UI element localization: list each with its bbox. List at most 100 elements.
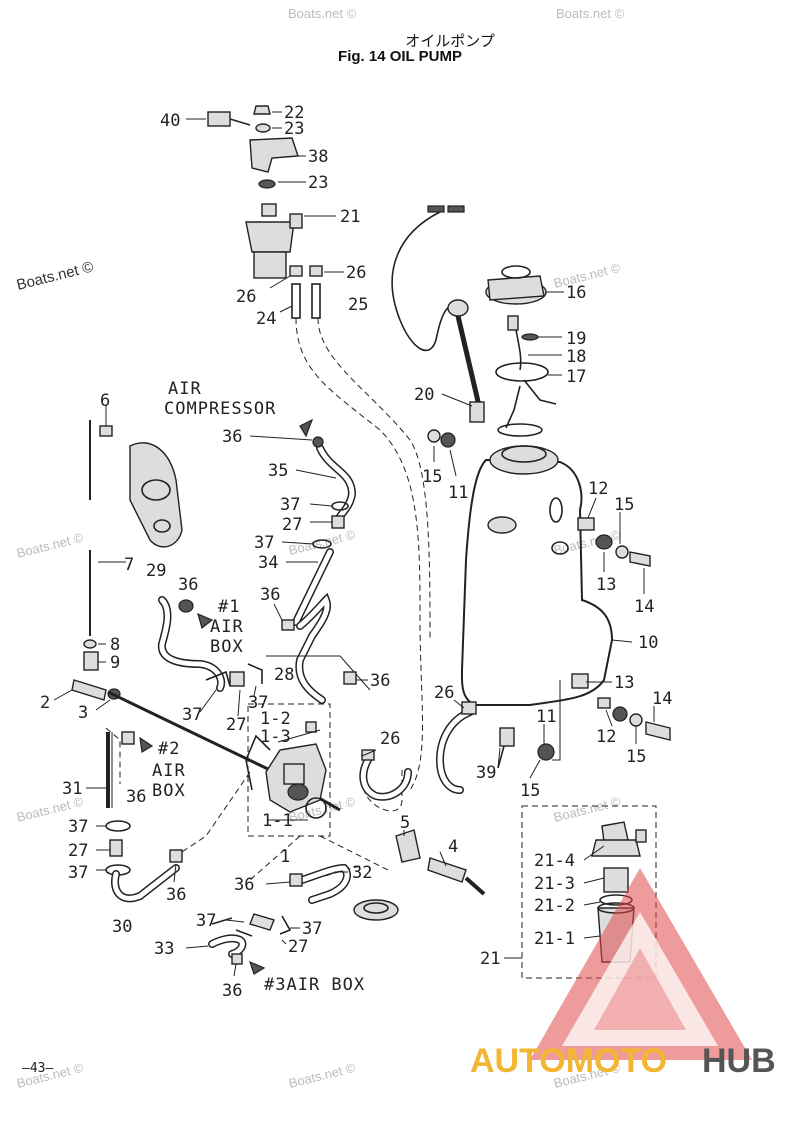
drive-shaft xyxy=(353,829,486,921)
line-28 xyxy=(266,655,371,691)
label-air-compressor: AIR xyxy=(168,379,202,399)
bolt-14b xyxy=(645,721,671,741)
oil-tank-cap xyxy=(447,265,557,429)
filter-assembly-top xyxy=(207,105,323,319)
grommet-13b xyxy=(571,673,589,689)
callout: 27 xyxy=(68,841,88,861)
callout: 15 xyxy=(614,495,634,515)
callout: 37 xyxy=(182,705,202,725)
callout: 36 xyxy=(234,875,254,895)
callout: 13 xyxy=(614,673,634,693)
callout: 15 xyxy=(422,467,442,487)
callout: 15 xyxy=(626,747,646,767)
callout: 30 xyxy=(112,917,132,937)
callout: 17 xyxy=(566,367,586,387)
callout: 14 xyxy=(634,597,654,617)
callout: 21-1 xyxy=(534,929,575,949)
callout: 6 xyxy=(100,391,110,411)
figure-title: Fig. 14 OIL PUMP xyxy=(338,48,462,65)
link-2 xyxy=(71,679,107,701)
hose-32 xyxy=(289,863,351,904)
washer-23 xyxy=(255,123,271,133)
callout: 7 xyxy=(124,555,134,575)
main-hoses xyxy=(295,317,431,812)
callout: 15 xyxy=(520,781,540,801)
arrow-icon xyxy=(249,960,266,975)
watermark: Boats.net © xyxy=(15,258,95,294)
callout: 36 xyxy=(126,787,146,807)
callout: 29 xyxy=(146,561,166,581)
watermark: Boats.net © xyxy=(287,1060,357,1091)
callout: 26 xyxy=(380,729,400,749)
label-air-compressor: COMPRESSOR xyxy=(164,399,276,419)
callout: 1-2 xyxy=(260,709,291,729)
label-air-box-1: BOX xyxy=(210,637,244,657)
callout: 21 xyxy=(480,949,500,969)
link-9 xyxy=(83,651,99,671)
callout: 37 xyxy=(196,911,216,931)
callout: 19 xyxy=(566,329,586,349)
callout: 36 xyxy=(222,981,242,1001)
callout: 36 xyxy=(222,427,242,447)
arrow-icon xyxy=(299,418,314,438)
callouts: 40 22 23 38 23 21 26 26 24 25 16 19 18 1… xyxy=(40,103,672,1001)
arrow-icon xyxy=(139,736,154,753)
callout: 16 xyxy=(566,283,586,303)
callout: 26 xyxy=(434,683,454,703)
callout: 21-2 xyxy=(534,896,575,916)
nut-8 xyxy=(83,639,97,649)
callout: 37 xyxy=(280,495,300,515)
bolt-40 xyxy=(207,111,231,127)
callout: 38 xyxy=(308,147,328,167)
arrow-icon xyxy=(197,612,214,630)
callout: 37 xyxy=(248,693,268,713)
label-air-box-3: #3AIR BOX xyxy=(264,975,365,995)
callout: 36 xyxy=(260,585,280,605)
coupling-5 xyxy=(395,829,421,863)
callout: 9 xyxy=(110,653,120,673)
callout: 1-3 xyxy=(260,727,291,747)
watermark: Boats.net © xyxy=(552,794,622,825)
callout: 12 xyxy=(588,479,608,499)
hose-29 xyxy=(157,596,263,692)
destination-labels: AIR COMPRESSOR #1 AIR BOX #2 AIR BOX #3A… xyxy=(152,379,365,995)
callout: 18 xyxy=(566,347,586,367)
callout: 21 xyxy=(340,207,360,227)
title-japanese: オイルポンプ xyxy=(405,32,495,50)
label-air-box-2: #2 xyxy=(158,739,180,759)
callout: 14 xyxy=(652,689,672,709)
callout: 25 xyxy=(348,295,368,315)
callout: 27 xyxy=(282,515,302,535)
logo-text: AUTOMOTO xyxy=(470,1042,667,1080)
callout: 10 xyxy=(638,633,658,653)
watermark: Boats.net © xyxy=(15,530,85,561)
callout: 36 xyxy=(178,575,198,595)
dipstick-20 xyxy=(447,299,469,317)
oil-tank-10 xyxy=(427,423,671,769)
automotohub-logo: AUTOMOTO HUB xyxy=(470,868,776,1080)
callout: 5 xyxy=(400,813,410,833)
callout: 21-4 xyxy=(534,851,575,871)
watermark: Boats.net © xyxy=(556,6,625,21)
grommet-11b xyxy=(537,743,555,761)
callout: 26 xyxy=(346,263,366,283)
grommet-11 xyxy=(440,432,456,448)
callout: 21-3 xyxy=(534,874,575,894)
callout: 40 xyxy=(160,111,180,131)
callout: 37 xyxy=(68,863,88,883)
nut-22 xyxy=(253,105,271,115)
hose-33 xyxy=(208,913,292,975)
callout: 8 xyxy=(110,635,120,655)
callout: 4 xyxy=(448,837,458,857)
callout: 35 xyxy=(268,461,288,481)
callout: 13 xyxy=(596,575,616,595)
callout: 11 xyxy=(448,483,468,503)
grommet-13 xyxy=(595,534,613,550)
bracket-38 xyxy=(249,137,299,173)
clip-12 xyxy=(577,517,595,531)
callout: 20 xyxy=(414,385,434,405)
page-number: —43— xyxy=(22,1061,53,1076)
gasket-17 xyxy=(495,362,549,382)
